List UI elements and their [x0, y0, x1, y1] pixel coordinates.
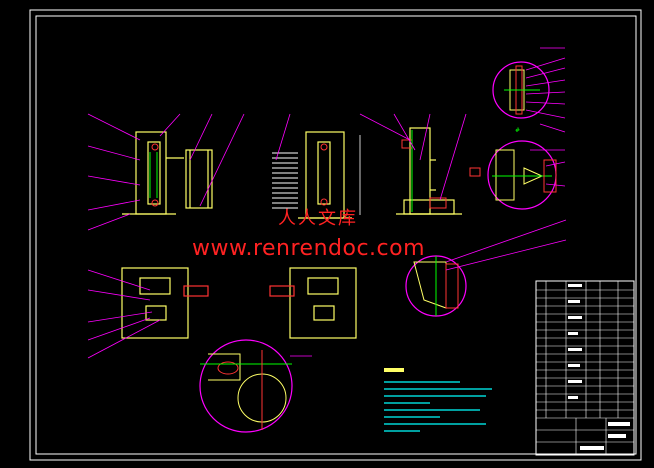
detail-circle-middle: [487, 140, 557, 210]
watermark-cn: 人人文库: [278, 208, 358, 229]
front-view: [122, 131, 213, 215]
drawing-frame: [29, 9, 642, 461]
detail-circle-weld: [405, 255, 467, 317]
clamp-view: [396, 127, 481, 215]
side-view: [272, 131, 361, 219]
detail-circle-top: #: [492, 61, 550, 134]
detail-circle-bottom: [199, 339, 293, 433]
tech-notes: [384, 368, 492, 432]
plan-view-left: [121, 267, 209, 339]
leader-lines: [87, 47, 567, 359]
svg-text:#: #: [515, 127, 520, 134]
watermark-url[interactable]: www.renrendoc.com: [192, 236, 426, 261]
title-block: [535, 280, 635, 456]
plan-view-right: [269, 267, 357, 339]
